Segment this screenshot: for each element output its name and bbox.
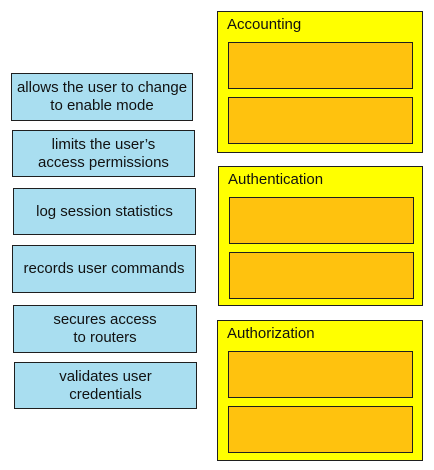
group-title-accounting: Accounting [227,16,302,33]
drop-slot-authentication-1[interactable] [229,197,414,244]
group-accounting: Accounting [217,11,423,153]
option-records-user-commands[interactable]: records user commands [12,245,196,293]
drop-slot-authentication-2[interactable] [229,252,414,299]
option-validates-credentials[interactable]: validates user credentials [14,362,197,409]
drop-slot-authorization-1[interactable] [228,351,413,398]
group-authorization: Authorization [217,320,423,461]
option-limits-access-permissions[interactable]: limits the user’s access permissions [12,130,195,177]
option-log-session-statistics[interactable]: log session statistics [13,188,196,235]
drop-slot-accounting-1[interactable] [228,42,413,89]
group-authentication: Authentication [218,166,423,306]
option-secures-access-routers[interactable]: secures access to routers [13,305,197,353]
group-title-authorization: Authorization [227,325,315,342]
group-title-authentication: Authentication [228,171,324,188]
drop-slot-authorization-2[interactable] [228,406,413,453]
drop-slot-accounting-2[interactable] [228,97,413,144]
option-allows-enable-mode[interactable]: allows the user to change to enable mode [11,73,193,121]
